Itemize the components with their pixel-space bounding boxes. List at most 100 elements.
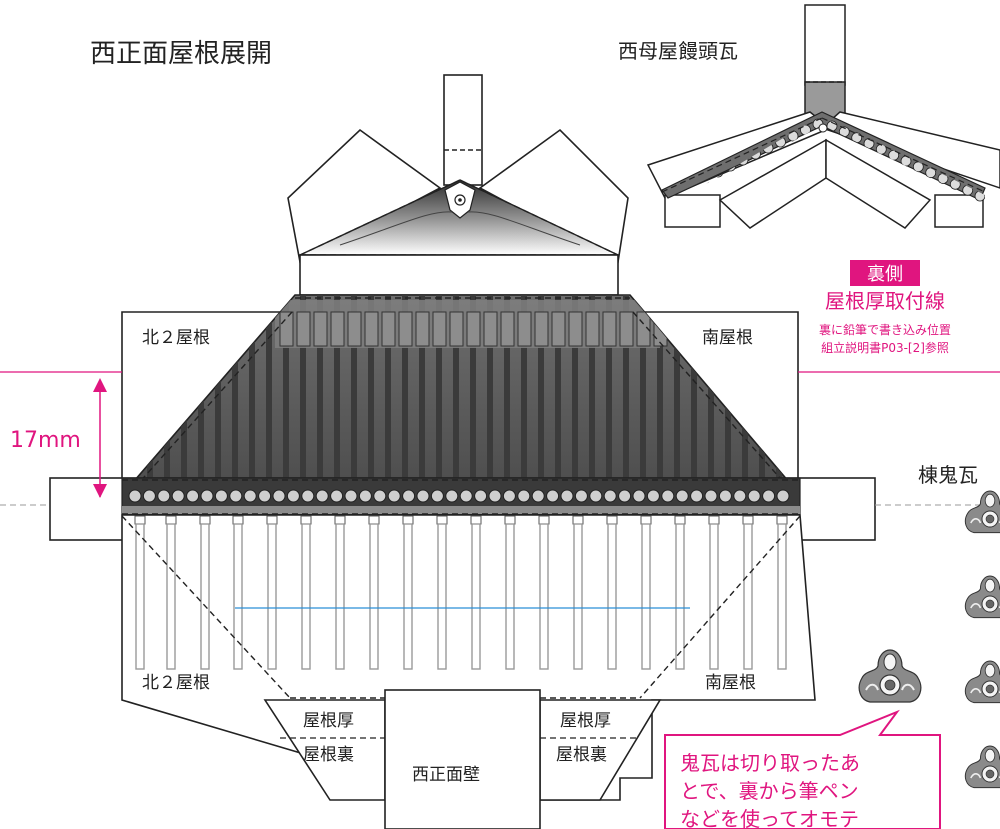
eave-round-tile	[286, 489, 300, 503]
roof-tile-rib	[504, 295, 510, 495]
rafter-line	[777, 523, 787, 670]
rafter-end	[436, 515, 448, 525]
eave-round-tile	[733, 489, 747, 503]
roof-top-tile	[364, 311, 379, 347]
eave-round-tile	[272, 489, 286, 503]
roof-top-tile	[619, 311, 634, 347]
roof-top-tile	[381, 311, 396, 347]
label-roof-thickness-left: 屋根厚	[303, 711, 354, 731]
eave-round-tile	[200, 489, 214, 503]
roof-top-tile	[483, 311, 498, 347]
roof-tile-rib	[436, 295, 442, 495]
callout-line1: 鬼瓦は切り取ったあ	[680, 751, 860, 775]
measurement-value: 17mm	[10, 428, 81, 453]
roof-tile-rib	[368, 295, 374, 495]
rafter-end	[504, 515, 516, 525]
roof-tile-rib	[402, 295, 408, 495]
rafter-line	[573, 523, 583, 670]
roof-tile-rib	[589, 295, 595, 495]
roof-tile-rib	[283, 295, 289, 495]
eave-round-tile	[618, 489, 632, 503]
roof-tile-rib	[300, 295, 306, 495]
eave-round-tile	[430, 489, 444, 503]
eave-round-tile	[344, 489, 358, 503]
eave-round-tile	[675, 489, 689, 503]
eave-round-tile	[560, 489, 574, 503]
rafter-line	[675, 523, 685, 670]
eave-round-tile	[171, 489, 185, 503]
rafter-line	[166, 523, 176, 670]
roof-tile-rib	[640, 295, 646, 495]
eave-round-tile	[718, 489, 732, 503]
roof-top-tile	[500, 311, 515, 347]
eave-round-tile	[373, 489, 387, 503]
roof-tile-rib	[521, 295, 527, 495]
label-north-roof-top: 北２屋根	[142, 328, 210, 348]
rafter-end	[572, 515, 584, 525]
roof-top-tile	[585, 311, 600, 347]
roof-tile-rib	[419, 295, 425, 495]
rafter-line	[539, 523, 549, 670]
label-roof-thickness-right: 屋根厚	[560, 711, 611, 731]
eave-round-tile	[646, 489, 660, 503]
eave-round-tile	[517, 489, 531, 503]
roof-top-tile	[551, 311, 566, 347]
roof-top-tile	[398, 311, 413, 347]
rafter-line	[301, 523, 311, 670]
roof-tile-rib	[708, 295, 714, 495]
roof-tile-rib	[232, 295, 238, 495]
eave-round-tile	[301, 489, 315, 503]
rafter-line	[471, 523, 481, 670]
rafter-end	[334, 515, 346, 525]
rafter-end	[165, 515, 177, 525]
onigawara-piece-large	[858, 649, 922, 703]
rafter-line	[200, 523, 210, 670]
rafter-end	[606, 515, 618, 525]
roof-tile-rib	[538, 295, 544, 495]
eave-round-tile	[704, 489, 718, 503]
eave-round-tile	[589, 489, 603, 503]
roof-tile-rib	[606, 295, 612, 495]
cutting-instruction-callout: 鬼瓦は切り取ったあ とで、裏から筆ペン などを使ってオモテ	[664, 709, 941, 829]
roof-top-tile	[568, 311, 583, 347]
eave-round-tile	[157, 489, 171, 503]
eave-round-tile	[661, 489, 675, 503]
roof-top-tile	[449, 311, 464, 347]
roof-top-tile	[347, 311, 362, 347]
rafter-line	[335, 523, 345, 670]
eave-round-tile	[387, 489, 401, 503]
rafter-end	[674, 515, 686, 525]
note-heading: 屋根厚取付線	[825, 289, 945, 313]
eave-round-tile	[243, 489, 257, 503]
label-roof-back-right: 屋根裏	[556, 744, 607, 765]
roof-tile-rib	[691, 295, 697, 495]
callout-line2: とで、裏から筆ペン	[680, 779, 859, 803]
rafter-line	[743, 523, 753, 670]
rafter-end	[776, 515, 788, 525]
ridge-tile-title: 西母屋饅頭瓦	[618, 39, 738, 63]
rafter-line	[233, 523, 243, 670]
label-south-roof-top: 南屋根	[702, 328, 753, 348]
eave-round-tile	[214, 489, 228, 503]
eave-round-tile	[574, 489, 588, 503]
roof-tile-rib	[572, 295, 578, 495]
rafter-line	[641, 523, 651, 670]
eave-round-tile	[445, 489, 459, 503]
onigawara-piece-3	[964, 660, 1000, 704]
roof-top-tile	[313, 311, 328, 347]
roof-tile-rib	[453, 295, 459, 495]
eave-round-tile	[315, 489, 329, 503]
label-south-roof-bottom: 南屋根	[705, 673, 756, 693]
onigawara-piece-1	[964, 490, 1000, 534]
roof-tile-rib	[266, 295, 272, 495]
eave-round-tile	[747, 489, 761, 503]
rafter-end	[640, 515, 652, 525]
rafter-end	[199, 515, 211, 525]
rafter-line	[135, 523, 145, 670]
eave-round-tile	[229, 489, 243, 503]
roof-tile-rib	[334, 295, 340, 495]
eave-round-tile	[186, 489, 200, 503]
roof-tile-rib	[623, 295, 629, 495]
onigawara-title: 棟鬼瓦	[918, 463, 978, 487]
eave-round-tile	[474, 489, 488, 503]
